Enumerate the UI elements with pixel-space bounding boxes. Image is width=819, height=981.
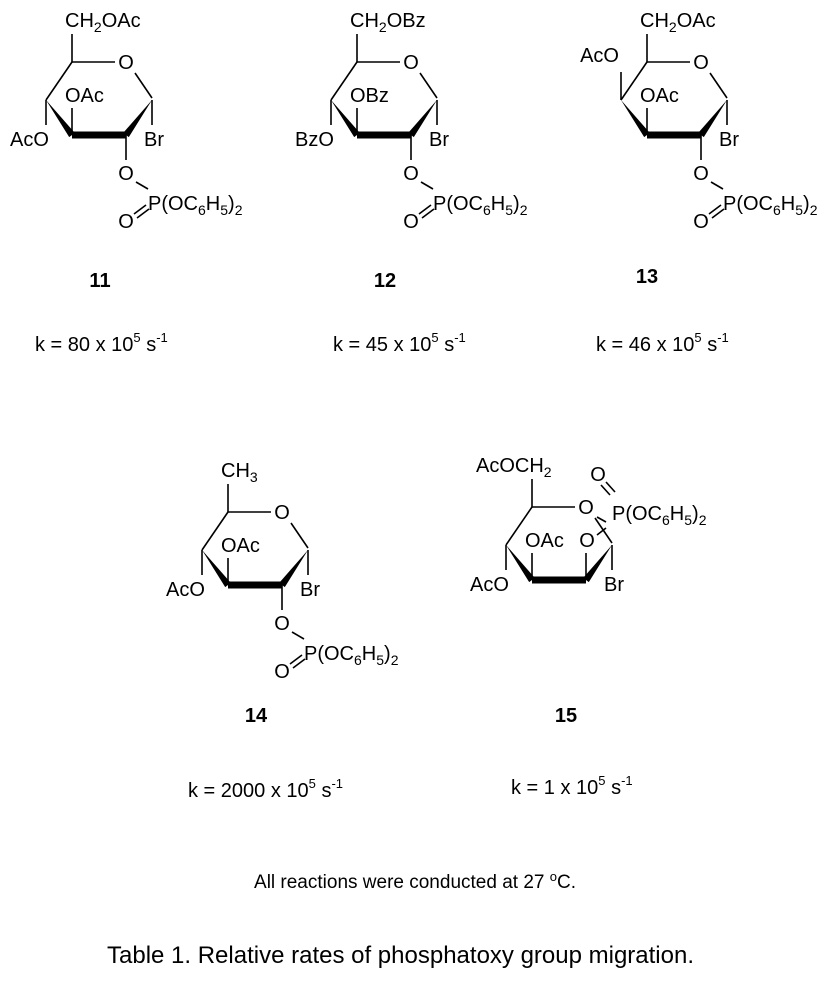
phosphate-group: P(OC6H5)2 xyxy=(148,193,243,218)
wedge-bond xyxy=(621,100,650,138)
bond xyxy=(133,204,147,215)
c2-oxygen: O xyxy=(693,163,709,185)
phosphoryl-oxygen: O xyxy=(274,661,290,683)
phosphoryl-oxygen: O xyxy=(403,211,419,233)
phosphate-group: P(OC6H5)2 xyxy=(304,643,399,668)
compound-label-11: 11 xyxy=(89,270,111,292)
c4-substituent: AcO xyxy=(10,129,49,151)
bond xyxy=(330,61,358,101)
bond xyxy=(600,484,611,496)
ring-oxygen: O xyxy=(118,52,134,74)
wedge-bond xyxy=(331,100,360,138)
compound-label-14: 14 xyxy=(244,705,268,727)
bond xyxy=(419,72,438,99)
c2-oxygen: O xyxy=(403,163,419,185)
c3-substituent: OAc xyxy=(525,530,564,552)
compound-label-15: 15 xyxy=(554,705,578,727)
bond xyxy=(708,204,722,215)
phosphoryl-oxygen: O xyxy=(118,211,134,233)
c2-oxygen: O xyxy=(118,163,134,185)
c3-substituent: OAc xyxy=(221,535,260,557)
compound-label-12: 12 xyxy=(373,270,397,292)
c4-substituent: AcO xyxy=(580,45,619,67)
bond xyxy=(201,511,229,551)
table-caption: Table 1. Relative rates of phosphatoxy g… xyxy=(107,942,695,969)
ring-oxygen: O xyxy=(578,497,594,519)
bond xyxy=(420,181,434,190)
anomeric-substituent: Br xyxy=(300,579,320,601)
wedge-bond xyxy=(46,100,75,138)
conditions-note: All reactions were conducted at 27 oC. xyxy=(254,869,576,893)
c6-substituent: CH2OAc xyxy=(65,10,141,35)
c4-substituent: BzO xyxy=(295,129,334,151)
phosphate-group: P(OC6H5)2 xyxy=(723,193,818,218)
c6-substituent: AcOCH2 xyxy=(476,455,552,480)
anomeric-substituent: Br xyxy=(604,574,624,596)
bond xyxy=(290,522,309,549)
bond xyxy=(620,61,648,101)
c3-substituent: OAc xyxy=(640,85,679,107)
wedge-bond xyxy=(583,545,612,583)
wedge-bond xyxy=(698,100,727,138)
c3-substituent: OBz xyxy=(350,85,389,107)
rate-12: k = 45 x 105 s-1 xyxy=(333,330,466,356)
c2-oxygen: O xyxy=(274,613,290,635)
c2-oxygen: O xyxy=(579,530,595,552)
anomeric-substituent: Br xyxy=(144,129,164,151)
wedge-bond xyxy=(202,550,231,588)
rate-14: k = 2000 x 105 s-1 xyxy=(188,776,344,802)
phosphate-group: P(OC6H5)2 xyxy=(433,193,528,218)
bond xyxy=(709,72,728,99)
compound-label-13: 13 xyxy=(635,266,659,288)
anomeric-substituent: Br xyxy=(429,129,449,151)
c4-substituent: AcO xyxy=(470,574,509,596)
bond xyxy=(418,204,432,215)
bond xyxy=(596,516,607,523)
ring-oxygen: O xyxy=(693,52,709,74)
phosphate-group: P(OC6H5)2 xyxy=(612,503,707,528)
rate-11: k = 80 x 105 s-1 xyxy=(35,330,168,356)
bond xyxy=(289,654,303,665)
anomeric-substituent: Br xyxy=(719,129,739,151)
bond xyxy=(711,208,725,219)
bond xyxy=(135,181,149,190)
c4-substituent: AcO xyxy=(166,579,205,601)
c6-substituent: CH3 xyxy=(221,460,258,485)
bond xyxy=(421,208,435,219)
phosphoryl-oxygen: O xyxy=(590,464,606,486)
bond xyxy=(45,61,73,101)
c6-substituent: CH2OAc xyxy=(640,10,716,35)
c3-substituent: OAc xyxy=(65,85,104,107)
bond xyxy=(292,658,306,669)
rate-15: k = 1 x 105 s-1 xyxy=(511,773,633,799)
bond xyxy=(136,208,150,219)
phosphoryl-oxygen: O xyxy=(693,211,709,233)
bond xyxy=(596,527,607,536)
c6-substituent: CH2OBz xyxy=(350,10,426,35)
wedge-bond xyxy=(408,100,437,138)
rate-13: k = 46 x 105 s-1 xyxy=(596,330,729,356)
bond xyxy=(291,631,305,640)
bond xyxy=(505,506,533,546)
bond xyxy=(710,181,724,190)
wedge-bond xyxy=(123,100,152,138)
bond xyxy=(605,481,616,493)
ring-oxygen: O xyxy=(274,502,290,524)
wedge-bond xyxy=(506,545,535,583)
bond xyxy=(134,72,153,99)
ring-oxygen: O xyxy=(403,52,419,74)
wedge-bond xyxy=(279,550,308,588)
